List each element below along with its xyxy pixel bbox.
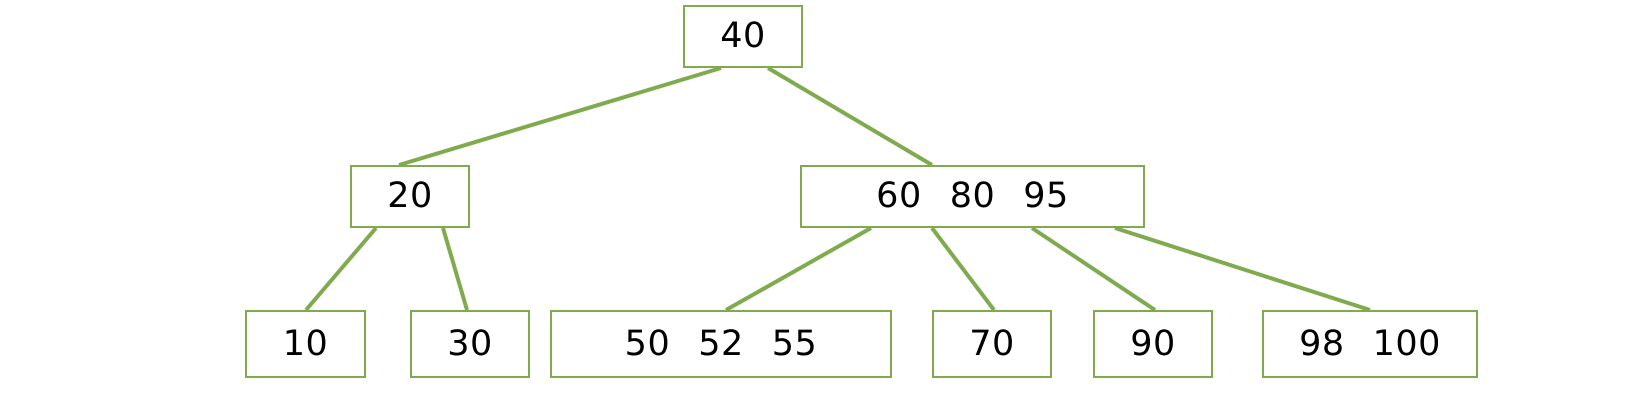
tree-edge-root-to-internal-right: [766, 66, 934, 167]
node-key: 55: [771, 323, 818, 364]
tree-node-internal-right[interactable]: 60 80 95: [800, 165, 1145, 228]
node-key: 95: [1023, 176, 1069, 216]
node-key: 90: [1130, 323, 1176, 364]
tree-node-leaf-98-100[interactable]: 98 100: [1262, 310, 1478, 378]
tree-edge-root-to-internal-left: [398, 66, 722, 167]
tree-node-leaf-90[interactable]: 90: [1093, 310, 1213, 378]
node-key: 52: [698, 323, 744, 364]
node-key: 98: [1299, 323, 1345, 364]
node-key: 100: [1372, 323, 1441, 364]
node-key: 80: [949, 176, 996, 216]
tree-edge-internal-left-to-leaf-10: [304, 226, 378, 312]
node-key: 10: [282, 323, 329, 364]
tree-edge-internal-right-to-leaf-50-52-55: [725, 226, 872, 312]
node-key: 20: [387, 176, 433, 216]
tree-node-leaf-30[interactable]: 30: [410, 310, 530, 378]
node-key: 50: [624, 323, 671, 364]
tree-node-leaf-10[interactable]: 10: [245, 310, 366, 378]
tree-edge-internal-right-to-leaf-70: [930, 226, 996, 312]
tree-node-leaf-50-52-55[interactable]: 50 52 55: [550, 310, 892, 378]
tree-node-internal-left[interactable]: 20: [350, 165, 470, 228]
tree-node-root[interactable]: 40: [683, 5, 803, 68]
tree-edge-internal-right-to-leaf-98-100: [1114, 226, 1371, 312]
tree-edge-internal-right-to-leaf-90: [1030, 226, 1157, 312]
node-key: 70: [969, 323, 1015, 364]
node-key: 30: [447, 323, 493, 364]
tree-edge-internal-left-to-leaf-30: [441, 227, 469, 311]
tree-node-leaf-70[interactable]: 70: [932, 310, 1052, 378]
node-key: 40: [720, 16, 766, 56]
node-key: 60: [876, 176, 922, 216]
